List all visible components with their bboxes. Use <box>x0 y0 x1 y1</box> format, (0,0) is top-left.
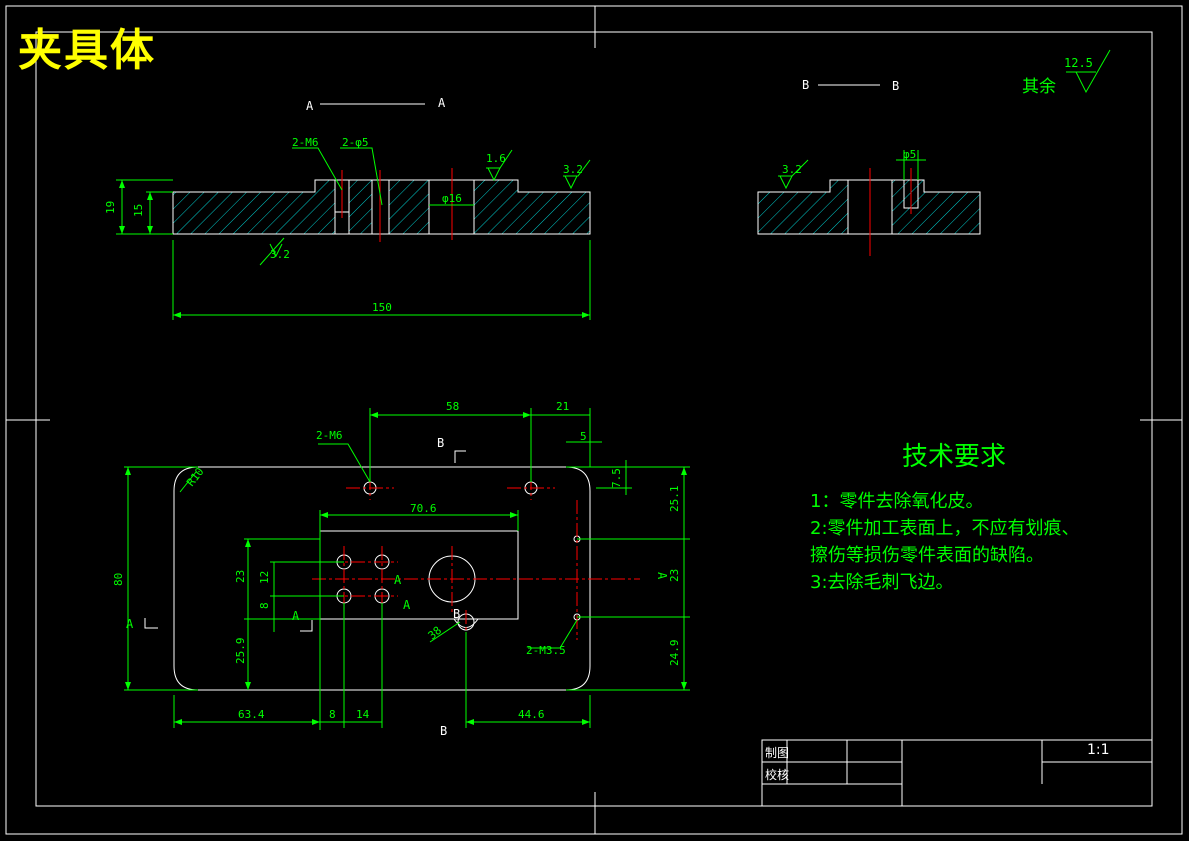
dim-80: 80 <box>112 573 125 586</box>
marker-a-mid1: A <box>394 573 402 587</box>
dim-12: 12 <box>258 571 271 584</box>
dim-2-m6-top: 2-M6 <box>316 429 343 442</box>
dim-38: 38 <box>426 624 445 642</box>
dim-2-m3-5: 2-M3.5 <box>526 644 566 657</box>
dim-70-6: 70.6 <box>410 502 437 515</box>
dim-2-m6: 2-M6 <box>292 136 319 149</box>
section-a-right-label: A <box>438 96 446 110</box>
roughness-1-6: 1.6 <box>486 152 506 165</box>
title-block <box>761 739 1153 807</box>
section-b-right-label: B <box>892 79 899 93</box>
section-a-block-left <box>172 179 336 235</box>
dim-23-left: 23 <box>234 570 247 583</box>
dim-2-phi5: 2-φ5 <box>342 136 369 149</box>
section-a-view: A A <box>104 96 591 320</box>
dim-25-1: 25.1 <box>668 486 681 513</box>
dim-phi5: φ5 <box>903 148 916 161</box>
section-b-left-label: B <box>802 78 809 92</box>
dim-8-vertical: 8 <box>258 602 271 609</box>
dim-19: 19 <box>104 201 117 214</box>
dim-21: 21 <box>556 400 569 413</box>
dim-14: 14 <box>356 708 370 721</box>
title-block-drawn-label: 制图 <box>765 746 790 760</box>
tech-item-1: 1：零件去除氧化皮。 <box>810 491 984 512</box>
roughness-3-2-b: 3.2 <box>270 248 290 261</box>
tech-item-3: 3:去除毛刺飞边。 <box>810 572 954 593</box>
top-view: 58 21 5 7.5 25.1 23 24.9 2-M6 R10 70.6 8… <box>112 400 690 738</box>
title-block-scale: 1:1 <box>1087 742 1110 758</box>
marker-b-mid: B <box>453 607 460 621</box>
roughness-3-2-a: 3.2 <box>563 163 583 176</box>
section-b-block-right <box>891 179 981 235</box>
dim-7-5: 7.5 <box>610 468 623 488</box>
sheet-border <box>5 5 1183 835</box>
marker-b-bottom: B <box>440 724 447 738</box>
dim-44-6: 44.6 <box>518 708 545 721</box>
dim-phi16: φ16 <box>442 192 462 205</box>
dim-5: 5 <box>580 430 587 443</box>
drawing-title: 夹具体 <box>18 25 156 76</box>
tech-item-2: 2:零件加工表面上，不应有划痕、 <box>810 518 1080 539</box>
section-b-view: B B 3.2 φ5 <box>757 78 981 256</box>
marker-b-top: B <box>437 436 444 450</box>
title-block-checked-label: 校核 <box>765 768 790 782</box>
section-a-block-mid2 <box>388 179 430 235</box>
section-a-left-label: A <box>306 99 314 113</box>
dim-24-9: 24.9 <box>668 640 681 667</box>
tech-requirements-heading: 技术要求 <box>902 442 1007 472</box>
marker-a-left: A <box>126 617 134 631</box>
marker-a-mid2: A <box>403 598 411 612</box>
section-a-block-mid1 <box>348 179 373 235</box>
roughness-other: 12.5 其余 <box>1022 49 1111 97</box>
marker-a-mid3: A <box>292 609 300 623</box>
marker-a-right: A <box>655 572 669 580</box>
tech-item-2-continued: 擦伤等损伤零件表面的缺陷。 <box>810 545 1044 566</box>
dim-23-right: 23 <box>668 569 681 582</box>
dim-63-4: 63.4 <box>238 708 265 721</box>
dim-25-9: 25.9 <box>234 638 247 665</box>
dim-15: 15 <box>132 204 145 217</box>
section-b-block-left <box>757 179 849 235</box>
section-a-block-right <box>473 179 591 235</box>
roughness-3-2-c: 3.2 <box>782 163 802 176</box>
dim-8-horizontal: 8 <box>329 708 336 721</box>
dim-58: 58 <box>446 400 459 413</box>
roughness-other-value: 12.5 <box>1064 56 1093 70</box>
roughness-other-label: 其余 <box>1022 77 1056 97</box>
dim-150: 150 <box>372 301 392 314</box>
